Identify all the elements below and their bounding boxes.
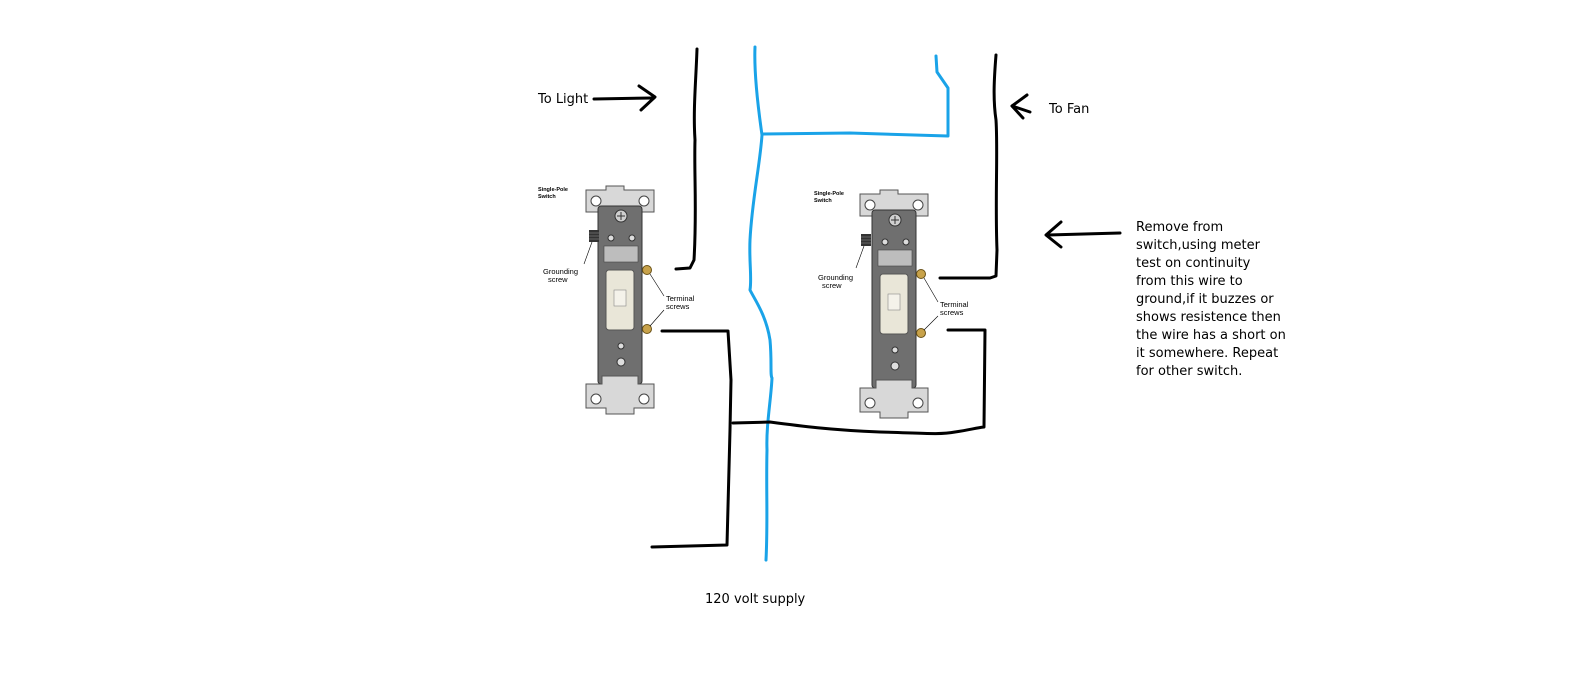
note-arrow: [1044, 220, 1122, 249]
common-wire: [731, 328, 987, 436]
terminal-screw: [642, 324, 652, 334]
note-line: shows resistence then: [1136, 310, 1281, 325]
note-line: it somewhere. Repeat: [1136, 346, 1278, 361]
terminal-label: screws: [940, 308, 964, 317]
terminal-screw: [916, 269, 926, 279]
switch-title: Switch: [538, 194, 556, 200]
supply-label: 120 volt supply: [705, 592, 806, 607]
grounding-label: screw: [548, 275, 568, 284]
to-light-label: To Light: [537, 92, 588, 107]
switch-2: Single-Pole Switch Grounding screw Termi…: [814, 189, 969, 419]
grounding-label: Grounding: [818, 273, 853, 282]
note-line: for other switch.: [1136, 364, 1242, 379]
terminal-label: Terminal: [666, 294, 695, 303]
note-line: Remove from: [1136, 220, 1223, 235]
note-line: test on continuity: [1136, 256, 1251, 271]
fan-wire: [938, 53, 999, 280]
switch1-supply-wire: [650, 329, 733, 549]
note-line: the wire has a short on: [1136, 328, 1286, 343]
neutral-wire: [748, 45, 774, 562]
note-line: ground,if it buzzes or: [1136, 292, 1274, 307]
to-fan-arrow: [1010, 93, 1032, 120]
grounding-label: screw: [822, 281, 842, 290]
mounting-yoke: [585, 375, 655, 415]
grounding-label: Grounding: [543, 267, 578, 276]
instruction-note: Remove from switch,using meter test on c…: [1136, 220, 1290, 379]
to-fan-label: To Fan: [1048, 102, 1089, 117]
light-wire: [674, 47, 699, 271]
to-light-arrow: [592, 84, 657, 112]
terminal-screw: [916, 328, 926, 338]
terminal-screw: [642, 265, 652, 275]
neutral-branch-wire: [761, 54, 950, 138]
terminal-label: Terminal: [940, 300, 969, 309]
switch-1: Single-Pole Switch Grounding screw: [538, 185, 695, 415]
note-line: from this wire to: [1136, 274, 1243, 289]
switch-title: Switch: [814, 198, 832, 204]
terminal-label: screws: [666, 302, 690, 311]
mounting-yoke: [859, 379, 929, 419]
switch-title: Single-Pole: [538, 187, 568, 193]
note-line: switch,using meter: [1136, 238, 1261, 253]
switch-title: Single-Pole: [814, 191, 844, 197]
